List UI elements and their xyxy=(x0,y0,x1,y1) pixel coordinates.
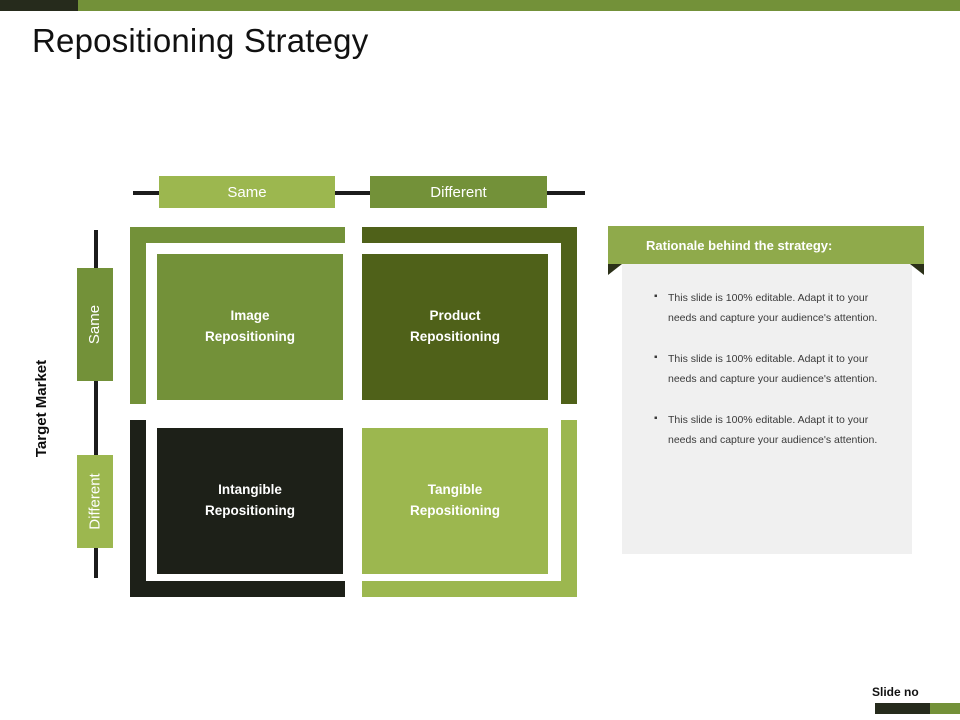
matrix-axis-title-label: Target Market xyxy=(33,359,51,457)
rationale-bullet-item: This slide is 100% editable. Adapt it to… xyxy=(654,409,892,451)
matrix-axis-title: Target Market xyxy=(28,338,56,478)
rationale-panel-header-label: Rationale behind the strategy: xyxy=(646,237,833,253)
matrix-row-header-same: Same xyxy=(77,268,113,381)
quadrant-product-repositioning-line2: Repositioning xyxy=(410,329,500,344)
matrix-column-header-different: Different xyxy=(370,176,547,208)
ribbon-fold-left-icon xyxy=(608,264,622,275)
matrix-left-axis-line xyxy=(94,230,98,578)
rationale-bullet-item: This slide is 100% editable. Adapt it to… xyxy=(654,287,892,329)
top-accent-bar-dark xyxy=(0,0,78,11)
quadrant-image-repositioning[interactable]: Image Repositioning xyxy=(157,254,343,400)
rationale-panel-header: Rationale behind the strategy: xyxy=(608,226,924,264)
rationale-bullet-item: This slide is 100% editable. Adapt it to… xyxy=(654,348,892,390)
quadrant-product-repositioning-line1: Product xyxy=(429,308,481,324)
quadrant-intangible-repositioning-line1: Intangible xyxy=(218,482,282,498)
footer-accent-bar-dark xyxy=(875,703,930,714)
quadrant-tangible-repositioning-line2: Repositioning xyxy=(410,503,500,518)
top-accent-bar-green xyxy=(78,0,960,11)
ribbon-fold-right-icon xyxy=(910,264,924,275)
quadrant-image-repositioning-line1: Image xyxy=(230,308,270,324)
quadrant-tangible-repositioning[interactable]: Tangible Repositioning xyxy=(362,428,548,574)
rationale-bullet-list: This slide is 100% editable. Adapt it to… xyxy=(622,264,912,451)
matrix-row-header-different-label: Different xyxy=(86,473,104,530)
matrix-column-header-same: Same xyxy=(159,176,335,208)
rationale-panel-body: This slide is 100% editable. Adapt it to… xyxy=(622,264,912,554)
matrix-row-header-different: Different xyxy=(77,455,113,548)
page-title: Repositioning Strategy xyxy=(32,22,369,59)
quadrant-tangible-repositioning-line1: Tangible xyxy=(427,482,483,498)
matrix-top-axis-line xyxy=(133,191,585,195)
matrix-column-header-different-label: Different xyxy=(430,183,487,201)
quadrant-intangible-repositioning-line2: Repositioning xyxy=(205,503,295,518)
quadrant-intangible-repositioning[interactable]: Intangible Repositioning xyxy=(157,428,343,574)
footer-accent-bar-green xyxy=(930,703,960,714)
quadrant-image-repositioning-line2: Repositioning xyxy=(205,329,295,344)
matrix-column-header-same-label: Same xyxy=(227,183,267,201)
slide-number-label: Slide no xyxy=(872,685,919,699)
quadrant-product-repositioning[interactable]: Product Repositioning xyxy=(362,254,548,400)
matrix-row-header-same-label: Same xyxy=(86,304,104,345)
